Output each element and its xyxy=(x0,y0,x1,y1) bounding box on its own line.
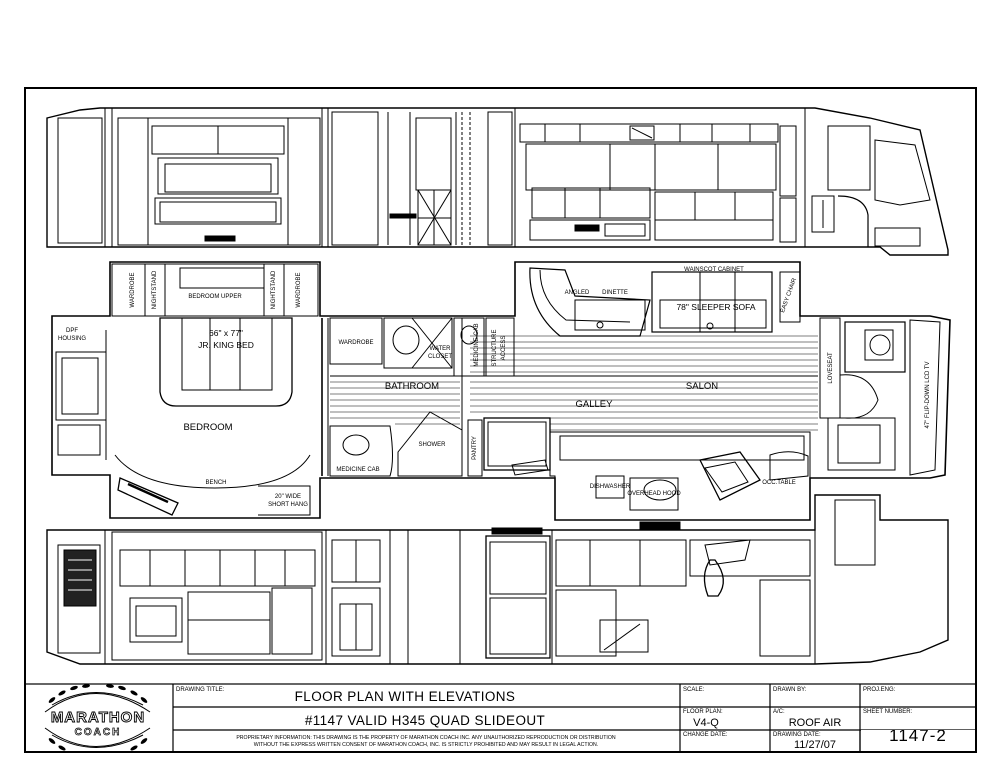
water-closet-label-2: CLOSET xyxy=(428,354,452,360)
wardrobe-right-label: WARDROBE xyxy=(296,272,302,307)
bottom-elevation xyxy=(46,494,949,665)
bedroom-label: BEDROOM xyxy=(183,422,232,433)
bedroom-upper-label: BEDROOM UPPER xyxy=(188,294,242,300)
sheet-number-caption: SHEET NUMBER: xyxy=(863,709,913,715)
drawing-title: FLOOR PLAN WITH ELEVATIONS xyxy=(295,689,516,704)
galley-label: GALLEY xyxy=(576,399,614,410)
ac-value: ROOF AIR xyxy=(789,717,842,729)
dinette-label: DINETTE xyxy=(602,290,628,296)
title-block: MARATHON COACH DRAWING TITLE: FLOOR PLAN… xyxy=(24,683,977,753)
dpf-housing-label-1: DPF xyxy=(66,328,78,334)
bed-size-label: 66" x 77" xyxy=(209,328,243,338)
medicine-cab-top-label: MEDICINE CAB xyxy=(474,323,480,366)
logo-main-text: MARATHON xyxy=(51,709,145,726)
angled-label: ANGLED xyxy=(565,290,590,296)
scale-caption: SCALE: xyxy=(683,687,705,693)
wardrobe-bath-label: WARDROBE xyxy=(338,340,373,346)
sheet-number-value: 1147-2 xyxy=(889,726,947,745)
sheet-border xyxy=(24,87,977,753)
easy-chair-label: EASY CHAIR xyxy=(780,277,798,314)
water-closet-label-1: WATER xyxy=(430,346,452,352)
short-hang-label-1: 20" WIDE xyxy=(275,494,301,500)
nightstand-right-label: NIGHTSTAND xyxy=(271,270,277,309)
proj-eng-caption: PROJ.ENG: xyxy=(863,687,896,693)
structure-access-label-2: ACCESS xyxy=(501,336,507,361)
bed-name-label: JR. KING BED xyxy=(198,340,254,350)
drawing-title-caption: DRAWING TITLE: xyxy=(176,687,225,693)
top-elevation xyxy=(46,107,949,256)
drawing-subtitle: #1147 VALID H345 QUAD SLIDEOUT xyxy=(305,713,545,728)
nightstand-left-label: NIGHTSTAND xyxy=(152,270,158,309)
floor-plan-caption: FLOOR PLAN: xyxy=(683,709,723,715)
occ-table-label: OCC.TABLE xyxy=(762,480,796,486)
loveseat-label: LOVESEAT xyxy=(828,352,834,384)
overhead-hood-label: OVERHEAD HOOD xyxy=(627,491,681,497)
floor-plan xyxy=(51,261,951,521)
floor-plan-value: V4-Q xyxy=(693,717,719,729)
dishwasher-label: DISHWASHER xyxy=(590,484,631,490)
medicine-cab-bottom-label: MEDICINE CAB xyxy=(336,467,379,473)
salon-label: SALON xyxy=(686,381,718,392)
ac-caption: A/C: xyxy=(773,709,785,715)
drawing-date-caption: DRAWING DATE: xyxy=(773,732,821,738)
marathon-coach-logo: MARATHON COACH xyxy=(44,684,151,751)
structure-access-label-1: STRUCTURE xyxy=(492,330,498,367)
wardrobe-left-label: WARDROBE xyxy=(130,272,136,307)
bathroom-label: BATHROOM xyxy=(385,381,439,392)
logo-sub-text: COACH xyxy=(75,727,122,738)
drawn-by-caption: DRAWN BY: xyxy=(773,687,807,693)
proprietary-line-1: PROPRIETARY INFORMATION: THIS DRAWING IS… xyxy=(236,735,616,741)
shower-label: SHOWER xyxy=(419,442,447,448)
short-hang-label-2: SHORT HANG xyxy=(268,502,308,508)
bench-label: BENCH xyxy=(205,480,226,486)
sleeper-sofa-label: 78" SLEEPER SOFA xyxy=(676,302,755,312)
pantry-label: PANTRY xyxy=(472,436,478,460)
wainscot-cabinet-label: WAINSCOT CABINET xyxy=(684,267,744,273)
lcd-tv-label: 47" FLIP-DOWN LCD TV xyxy=(925,361,931,428)
change-date-caption: CHANGE DATE: xyxy=(683,732,728,738)
proprietary-line-2: WITHOUT THE EXPRESS WRITTEN CONSENT OF M… xyxy=(254,742,598,748)
dpf-housing-label-2: HOUSING xyxy=(58,336,86,342)
drawing-date-value: 11/27/07 xyxy=(794,739,836,751)
